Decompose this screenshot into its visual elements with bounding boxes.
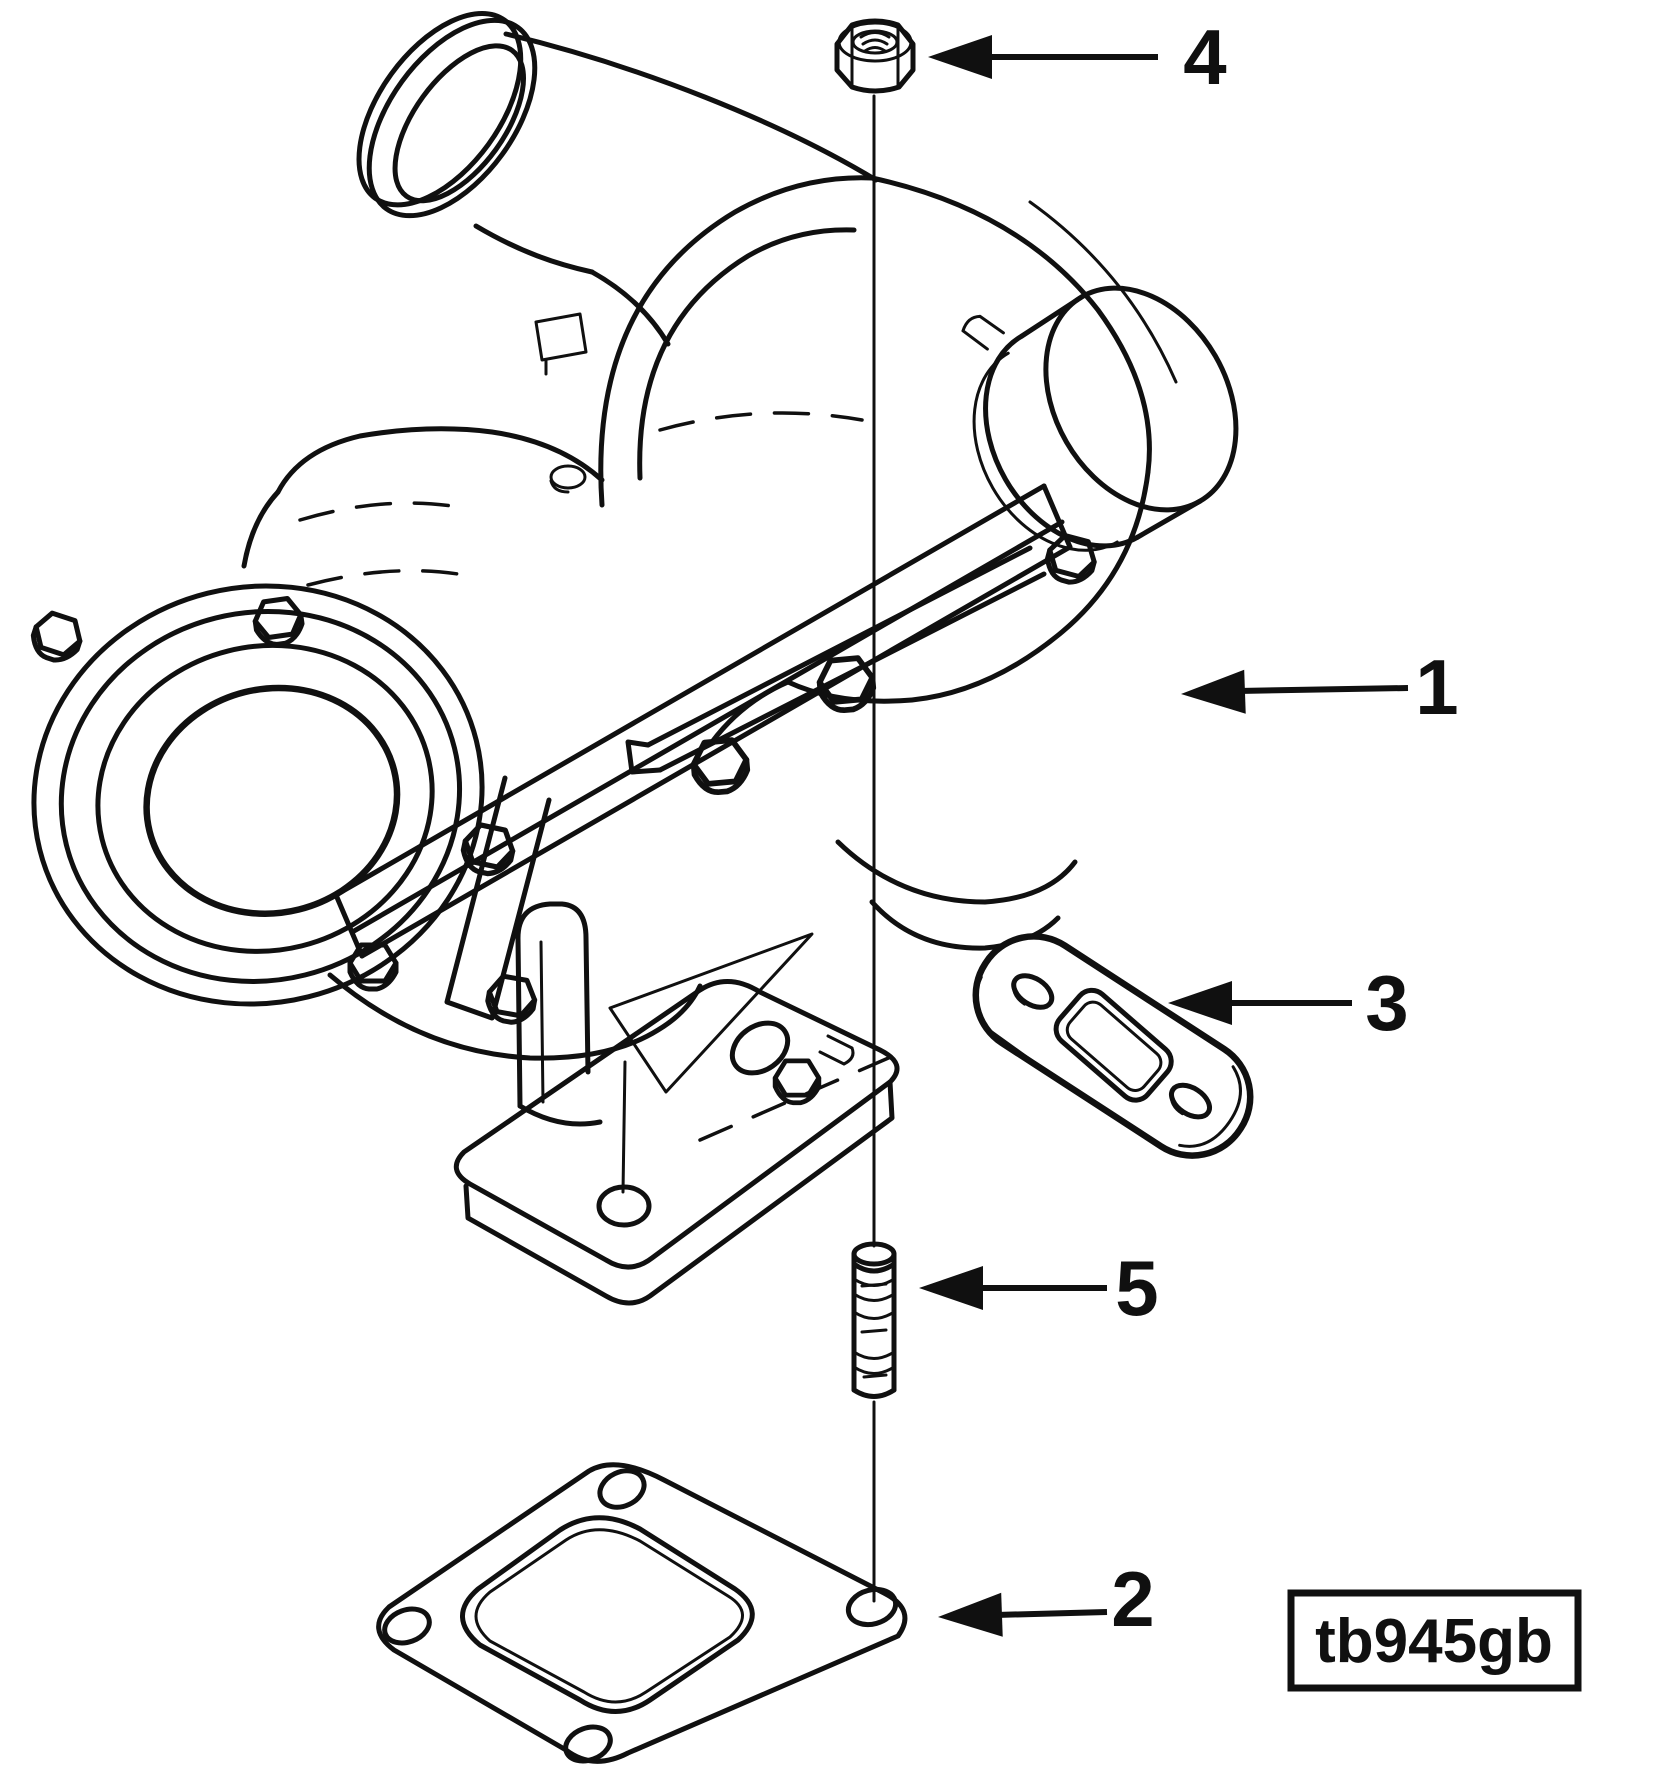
turbocharger-assembly [0,10,1239,1306]
turbine-housing [0,426,703,1061]
oil-drain-gasket [972,933,1254,1159]
turbine-inlet-gasket [376,1462,908,1764]
callout-3-label: 3 [1365,959,1408,1047]
callout-2: 2 [937,1555,1155,1643]
callouts: 1 2 3 4 5 [919,13,1459,1643]
stud [851,1241,897,1399]
actuator-rod [625,533,1099,775]
compressor-housing [534,175,1178,951]
callout-2-label: 2 [1111,1555,1154,1643]
hex-nut [834,18,916,94]
turbine-inlet-flange [453,979,900,1306]
callout-2-arrow [937,1592,1003,1639]
callout-1: 1 [1180,643,1459,731]
linkage-bolt [775,1061,819,1103]
callout-4-arrow [928,35,992,79]
callout-5-arrow [919,1266,983,1310]
callout-1-label: 1 [1415,643,1458,731]
callout-1-arrow [1180,669,1246,716]
stud-centerline [621,94,876,1603]
callout-5-label: 5 [1115,1244,1158,1332]
vband-flange [31,583,485,1007]
figure-code-box: tb945gb [1287,1589,1582,1692]
callout-4: 4 [928,13,1227,101]
callout-4-label: 4 [1183,13,1226,101]
figure-code-label: tb945gb [1315,1607,1553,1676]
compressor-inlet-flange [356,10,538,219]
callout-5: 5 [919,1244,1159,1332]
callout-3: 3 [1168,959,1409,1047]
wastegate-actuator [625,285,1239,775]
flange-bolt [28,610,85,666]
compressor-inlet-tube [473,31,879,347]
flange-bolt [253,597,305,647]
wastegate-linkage [608,932,855,1103]
